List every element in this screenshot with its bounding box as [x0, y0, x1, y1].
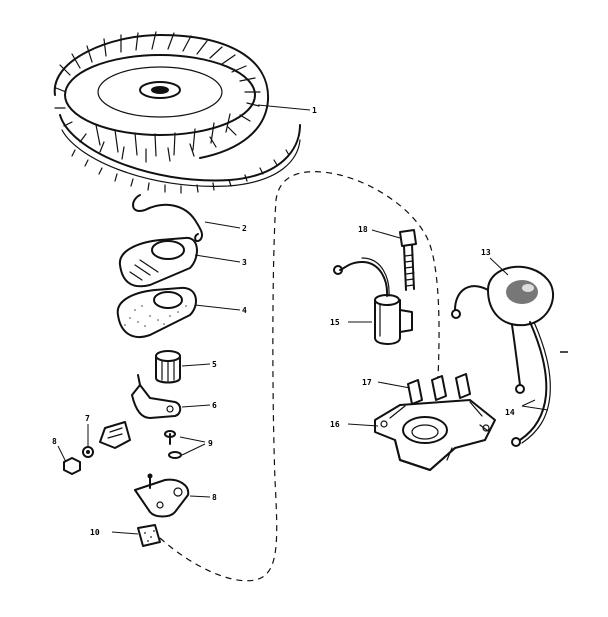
- callout-condenser: 15: [330, 318, 340, 327]
- breaker-plate: 8: [134, 473, 217, 518]
- callout-ignition-wire: 14: [505, 408, 515, 417]
- callout-armature: 16: [330, 420, 340, 429]
- gasket: 4: [116, 286, 247, 338]
- nut: 8: [52, 437, 81, 475]
- coil: 13: [451, 248, 554, 394]
- callout-gasket: 4: [242, 306, 247, 315]
- screw-assembly: 9: [164, 430, 213, 459]
- callout-cover: 3: [242, 258, 247, 267]
- breaker-arm: 6: [131, 374, 217, 419]
- callout-cam: 5: [212, 360, 217, 369]
- condenser: 15: [330, 257, 413, 345]
- spring-clip: 2: [132, 194, 247, 243]
- ignition-wire: 14: [505, 321, 551, 447]
- callout-spring-clip: 2: [242, 224, 247, 233]
- callout-bracket: 17: [362, 378, 372, 387]
- callout-terminal: 7: [85, 414, 90, 423]
- cam: 5: [155, 350, 217, 384]
- armature: 16 17: [330, 373, 496, 471]
- felt-wick: 10: [90, 524, 161, 547]
- terminal: 7: [82, 414, 131, 458]
- callout-coil: 13: [481, 248, 491, 257]
- bolt: 18: [358, 225, 417, 291]
- callout-bolt: 18: [358, 225, 368, 234]
- flywheel: 1: [53, 31, 317, 194]
- callout-felt-wick: 10: [90, 528, 100, 537]
- assembly-dashed-outline: [159, 171, 440, 582]
- callout-screw-assembly: 9: [208, 439, 213, 448]
- cover: 3: [118, 236, 247, 288]
- callout-nut: 8: [52, 437, 57, 446]
- callout-flywheel: 1: [312, 106, 317, 115]
- callout-breaker-plate: 8: [212, 493, 217, 502]
- callout-breaker-arm: 6: [212, 401, 217, 410]
